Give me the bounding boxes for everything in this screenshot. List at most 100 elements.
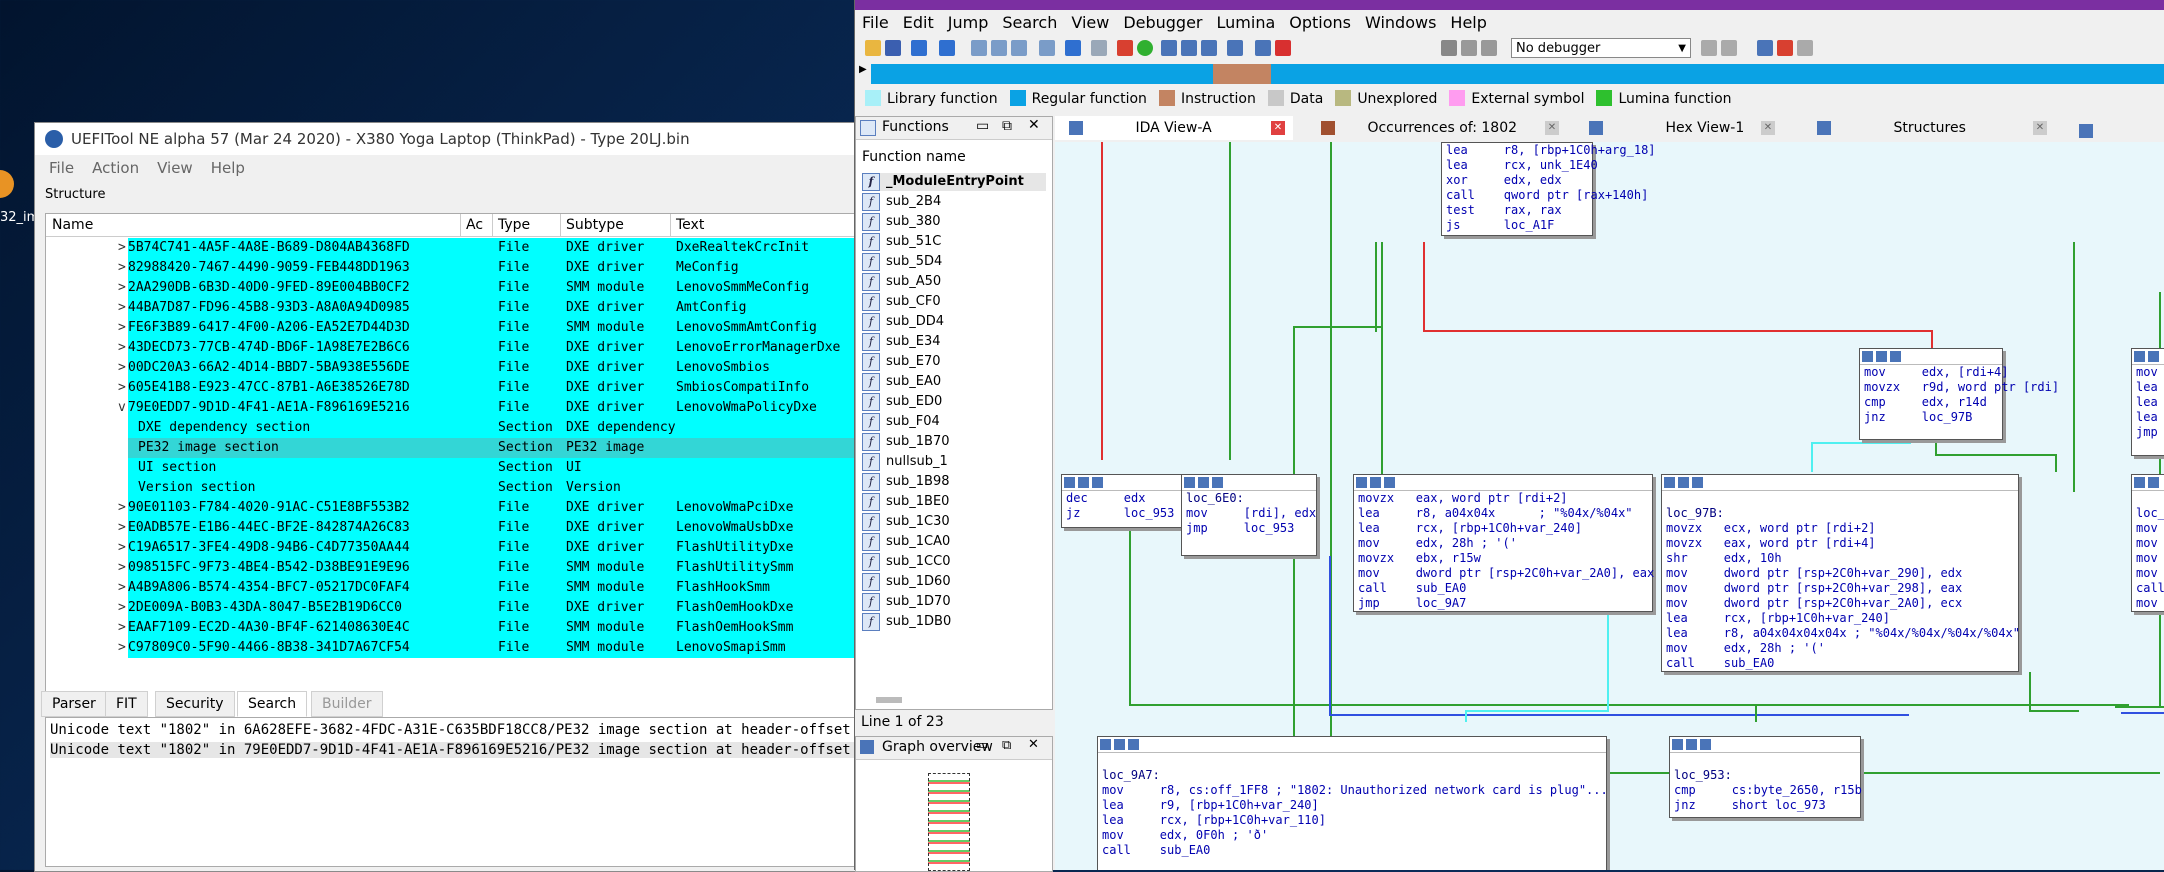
expand-chevron-icon[interactable]: > (118, 540, 126, 555)
code-block-right-partial-2[interactable]: loc_9movmovmovmovcallmov (2131, 474, 2164, 612)
tab-search[interactable]: Search (237, 691, 308, 717)
navigation-band[interactable] (871, 64, 2164, 84)
desktop-app-icon[interactable] (0, 170, 14, 198)
menu-help[interactable]: Help (210, 159, 245, 177)
tab-security[interactable]: Security (155, 691, 235, 717)
close-tab-icon[interactable]: ✕ (2033, 121, 2047, 135)
tab-more[interactable] (2079, 116, 2099, 140)
col-text[interactable]: Text (676, 217, 705, 233)
xrefs-icon[interactable] (1227, 40, 1243, 56)
expand-chevron-icon[interactable]: > (118, 500, 126, 515)
search-results-list[interactable]: Unicode text "1802" in 6A628EFE-3682-4FD… (45, 717, 859, 867)
search-text-icon[interactable] (991, 40, 1007, 56)
pin-icon[interactable]: ▭ (976, 738, 989, 753)
save-icon[interactable] (885, 40, 901, 56)
close-icon[interactable]: ✕ (1028, 117, 1040, 133)
close-tab-icon[interactable]: ✕ (1545, 121, 1559, 135)
float-icon[interactable]: ⧉ (1002, 118, 1012, 134)
menu-action[interactable]: Action (92, 159, 140, 177)
menu-view[interactable]: View (1071, 13, 1110, 32)
expand-chevron-icon[interactable]: > (118, 340, 126, 355)
breakpoint-icon[interactable] (1777, 40, 1793, 56)
play-icon[interactable] (1441, 40, 1457, 56)
col-subtype[interactable]: Subtype (566, 217, 624, 233)
back-icon[interactable] (911, 40, 927, 56)
graph-overview-thumbnail[interactable] (928, 773, 970, 871)
debug-attach-icon[interactable] (1701, 40, 1717, 56)
close-x-icon[interactable] (1275, 40, 1291, 56)
copy-icon[interactable] (971, 40, 987, 56)
menu-lumina[interactable]: Lumina (1216, 13, 1276, 32)
close-tab-icon[interactable]: ✕ (1271, 121, 1285, 135)
structure-tree[interactable]: Name Ac Type Subtype Text >5B74C741-4A5F… (45, 213, 859, 781)
enum-icon[interactable] (1201, 40, 1217, 56)
add-icon[interactable] (1161, 40, 1177, 56)
tab-occurrences[interactable]: Occurrences of: 1802 ✕ (1315, 116, 1567, 140)
menu-windows[interactable]: Windows (1365, 13, 1437, 32)
tab-fit[interactable]: FIT (105, 691, 148, 717)
debugger-select[interactable]: No debugger ▼ (1511, 38, 1691, 58)
code-block-loc-97b[interactable]: loc_97B:movzx ecx, word ptr [rdi+2]movzx… (1661, 474, 2020, 672)
list-icon[interactable] (1757, 40, 1773, 56)
patch-icon[interactable] (1255, 40, 1271, 56)
pause-icon[interactable] (1461, 40, 1477, 56)
search-result-item[interactable]: Unicode text "1802" in 6A628EFE-3682-4FD… (50, 722, 859, 738)
menu-file[interactable]: File (49, 159, 75, 177)
functions-column-header[interactable]: Function name (862, 149, 966, 165)
forward-icon[interactable] (939, 40, 955, 56)
search-binary-icon[interactable] (1011, 40, 1027, 56)
expand-chevron-icon[interactable]: > (118, 380, 126, 395)
struct-icon[interactable] (1181, 40, 1197, 56)
close-tab-icon[interactable]: ✕ (1761, 121, 1775, 135)
menu-view[interactable]: View (157, 159, 193, 177)
tab-structures[interactable]: Structures ✕ (1815, 116, 2055, 140)
expand-chevron-icon[interactable]: > (118, 280, 126, 295)
menu-file[interactable]: File (862, 13, 889, 32)
pin-icon[interactable]: ▭ (976, 118, 990, 134)
stop-icon[interactable] (1481, 40, 1497, 56)
ida-titlebar[interactable] (855, 0, 2164, 10)
col-type[interactable]: Type (498, 217, 531, 233)
menu-edit[interactable]: Edit (902, 13, 934, 32)
nav-band-arrow-icon[interactable]: ▶ (859, 64, 867, 75)
jump-icon[interactable] (1091, 40, 1107, 56)
debug-detach-icon[interactable] (1721, 40, 1737, 56)
close-icon[interactable]: ✕ (1028, 737, 1039, 752)
graph-overview-panel[interactable]: Graph overview ▭ ⧉ ✕ (855, 736, 1053, 872)
expand-chevron-icon[interactable]: > (118, 600, 126, 615)
col-name[interactable]: Name (52, 217, 94, 233)
open-icon[interactable] (865, 40, 881, 56)
functions-scrollbar-thumb[interactable] (876, 697, 902, 703)
search-result-item[interactable]: Unicode text "1802" in 79E0EDD7-9D1D-4F4… (50, 742, 858, 758)
tab-ida-view-a[interactable]: IDA View-A ✕ (1055, 116, 1293, 140)
menu-jump[interactable]: Jump (947, 13, 989, 32)
